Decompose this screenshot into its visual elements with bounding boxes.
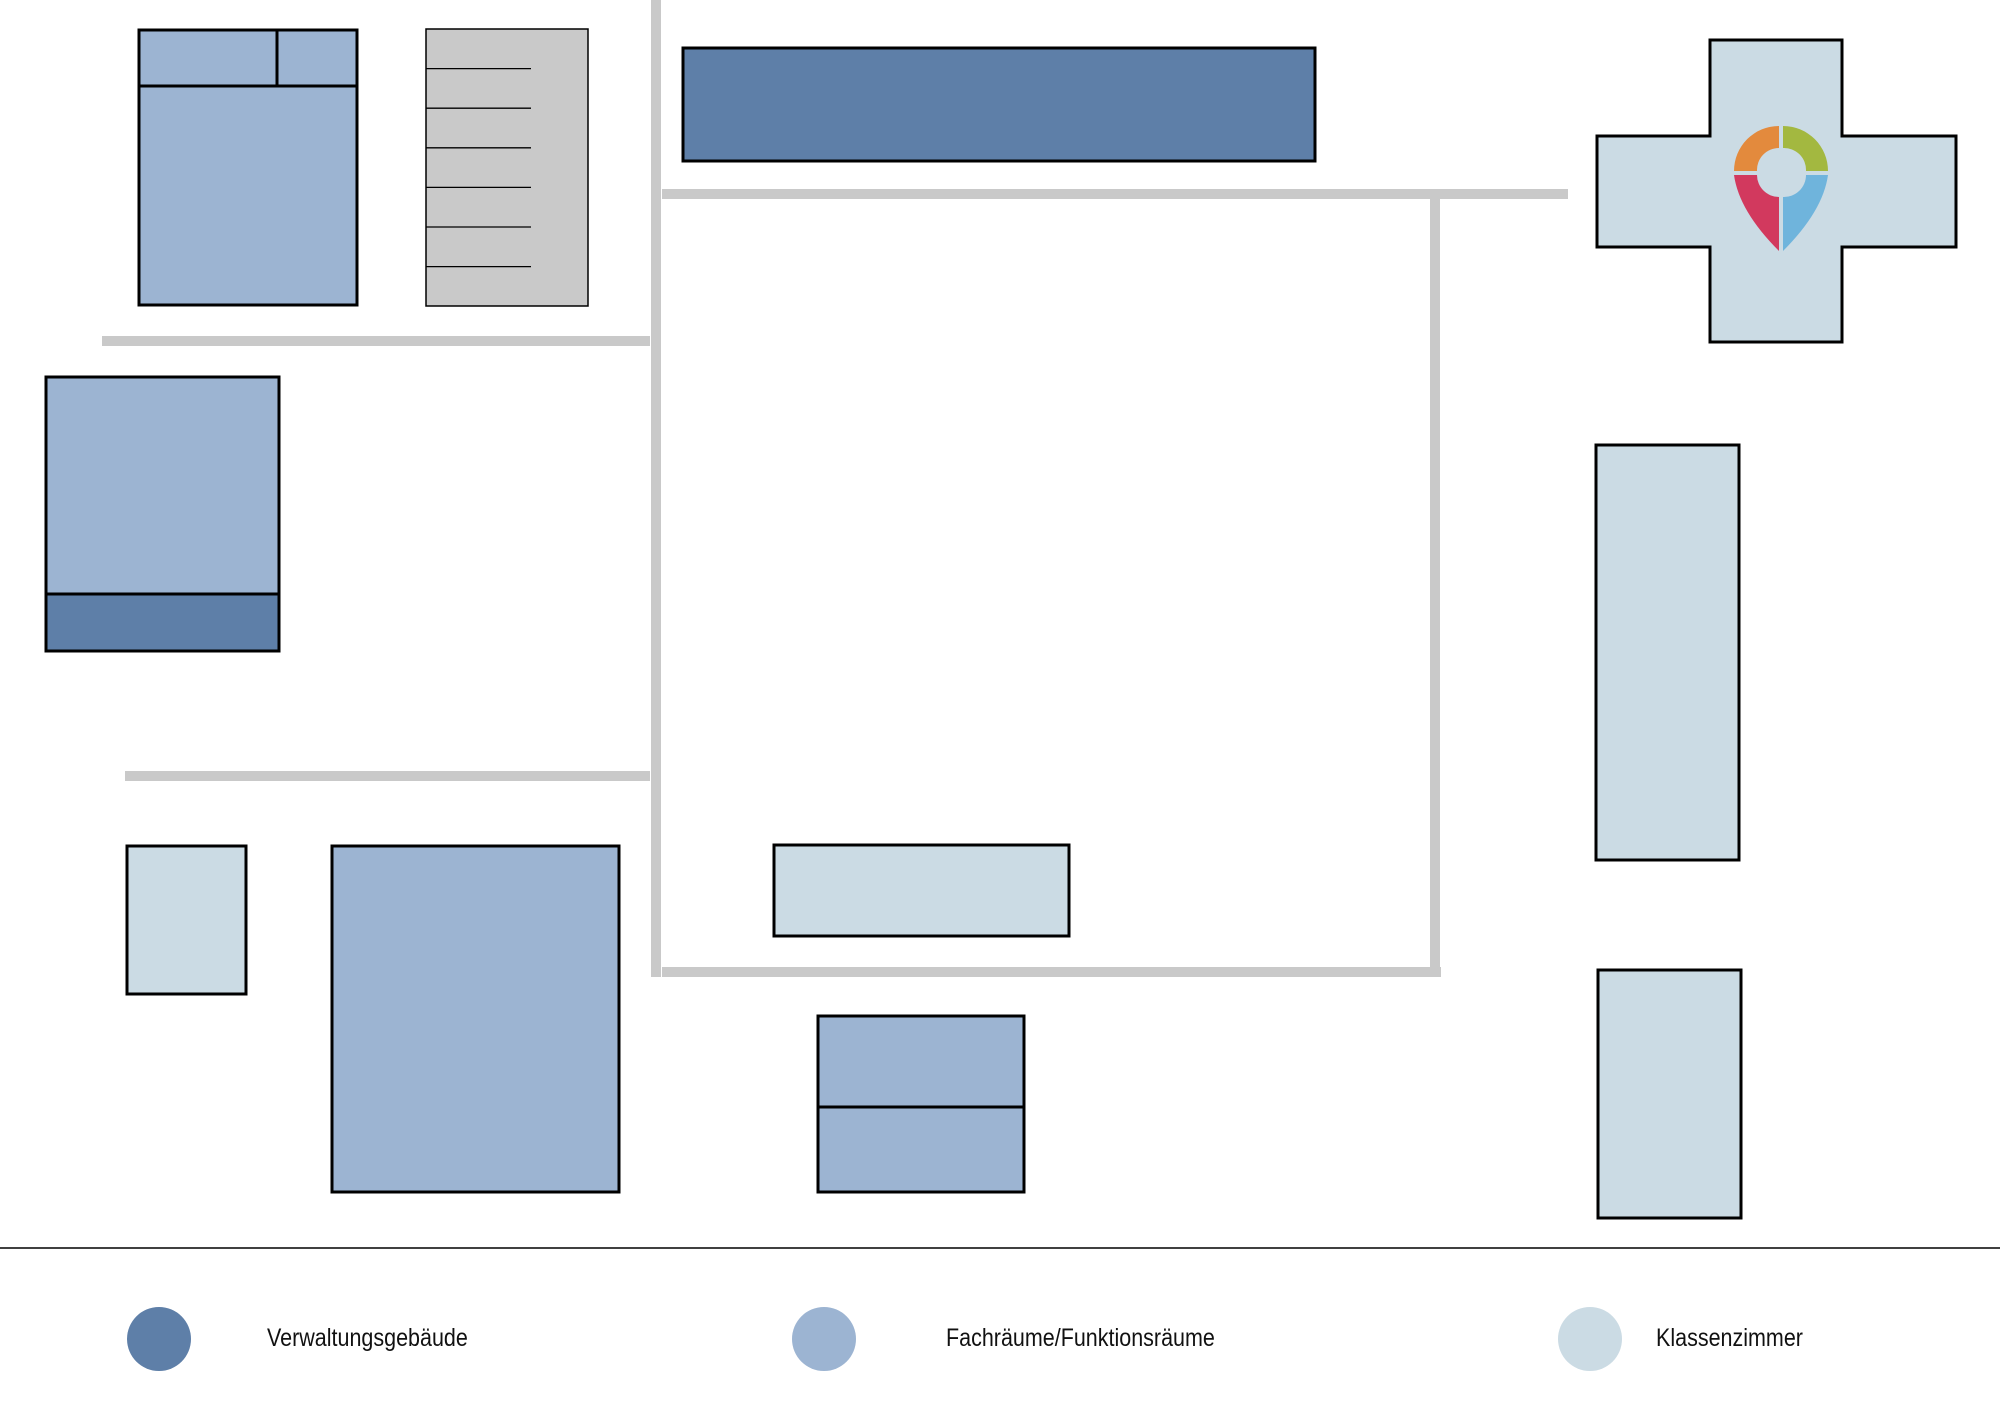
pin-segment-green <box>1783 126 1828 171</box>
building-fachraum-bottom-left[interactable] <box>330 844 621 1194</box>
legend-label-klasse: Klassenzimmer <box>1656 1324 1803 1352</box>
legend-swatch-klasse <box>1558 1307 1622 1371</box>
buildings <box>44 28 1958 1220</box>
building-fachraum-left-middle[interactable] <box>44 375 281 596</box>
storage-outline <box>425 28 589 307</box>
building-fachraum-top-left[interactable] <box>137 28 359 307</box>
legend-label-fachraum: Fachräume/Funktionsräume <box>946 1324 1215 1352</box>
location-pin-icon <box>1734 126 1828 251</box>
building-storage[interactable] <box>425 28 589 307</box>
pin-segment-orange <box>1734 126 1779 171</box>
walkways <box>102 0 1568 977</box>
legend-swatch-fachraum <box>792 1307 856 1371</box>
building-verwaltung-top[interactable] <box>681 46 1317 163</box>
building-fachraum-bottom-center[interactable] <box>816 1014 1026 1194</box>
building-verwaltung-left-middle[interactable] <box>44 592 281 653</box>
building-klasse-courtyard[interactable] <box>772 843 1071 938</box>
legend-label-verwaltung: Verwaltungsgebäude <box>267 1324 468 1352</box>
building-klasse-right-bottom[interactable] <box>1596 968 1743 1220</box>
pin-segment-red <box>1734 175 1779 251</box>
pin-segment-blue <box>1783 175 1828 251</box>
building-klasse-right-tall[interactable] <box>1594 443 1741 862</box>
building-klasse-bottom-left[interactable] <box>125 844 248 996</box>
legend-swatch-verwaltung <box>127 1307 191 1371</box>
building-klasse-cross[interactable] <box>1595 38 1958 344</box>
